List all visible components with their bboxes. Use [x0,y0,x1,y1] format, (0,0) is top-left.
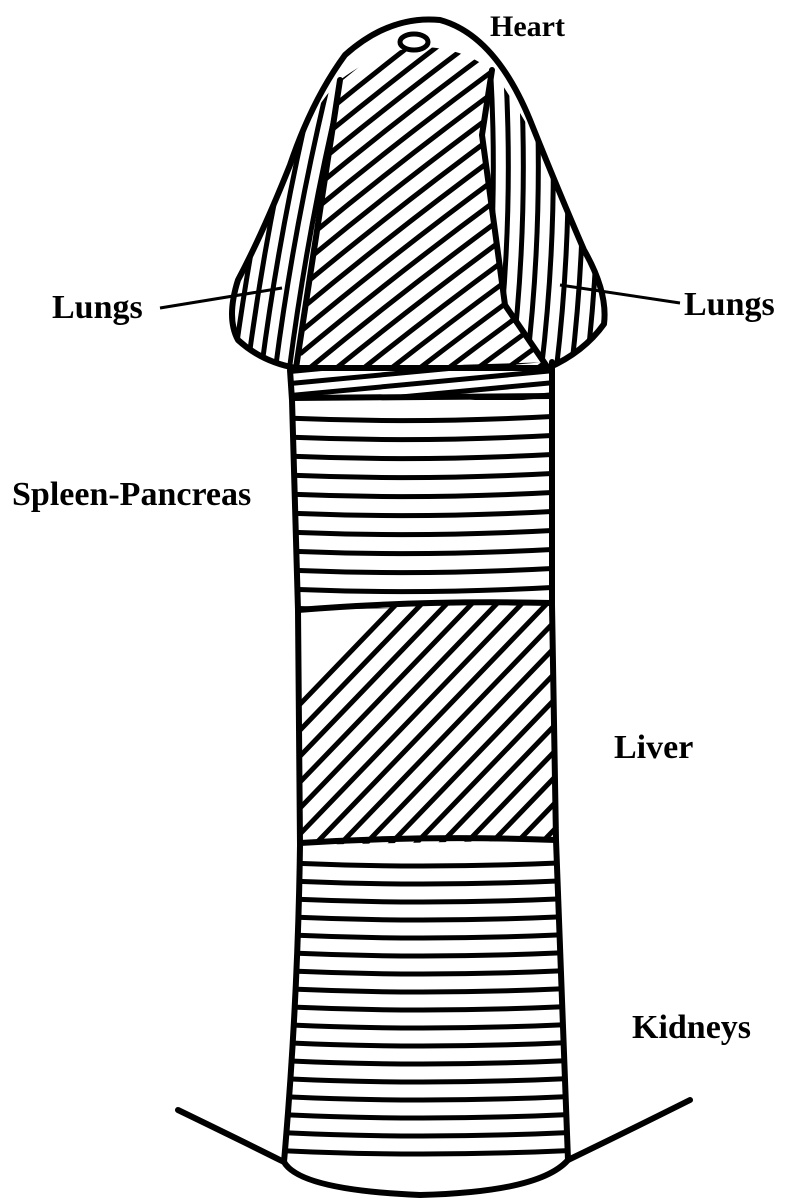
kidney-stripe [270,1024,580,1028]
lung-stripe [600,60,613,380]
spleen-pancreas-label: Spleen-Pancreas [12,476,251,513]
kidney-stripe [270,1132,580,1136]
liver-stripe [475,590,735,860]
kidney-stripe [270,916,580,920]
spleen-stripe [285,530,560,535]
spleen-pancreas-zone [285,416,560,611]
liver-label: Liver [614,729,693,766]
collar-stripe [285,370,560,396]
liver-stripe [375,590,635,860]
liver-stripe [725,590,794,860]
lung-stripe [555,60,568,380]
heart-stripe [300,638,560,838]
liver-stripe [350,590,610,860]
liver-stripe [625,590,794,860]
heart-label: Heart [490,10,565,43]
spleen-stripe [285,416,560,421]
liver-stripe [450,590,710,860]
liver-stripe [575,590,794,860]
liver-stripe [250,590,510,860]
liver-stripe [675,590,794,860]
liver-stripe [200,590,460,860]
kidney-stripe [270,1150,580,1154]
liver-stripe [600,590,794,860]
liver-stripe [550,590,794,860]
spleen-stripe [285,473,560,478]
spleen-stripe [285,454,560,459]
kidney-stripe [270,934,580,938]
base-right-curve [568,1100,690,1160]
kidney-stripe [270,1096,580,1100]
spleen-stripe [285,568,560,573]
kidney-stripe [270,1078,580,1082]
collar-band [285,334,560,444]
liver-stripe [300,590,560,860]
collar-bottom [292,396,552,398]
spleen-stripe [285,549,560,554]
shaft-right-edge [552,362,568,1160]
liver-stripe [700,590,794,860]
spleen-stripe [285,492,560,497]
kidneys-label: Kidneys [632,1009,751,1046]
liver-stripe [525,590,785,860]
lung-stripe [540,60,553,380]
liver-stripe [175,590,435,860]
kidneys-zone [270,862,580,1154]
tip-opening [400,34,428,50]
liver-stripe [400,590,660,860]
spleen-stripe [285,587,560,592]
kidney-stripe [270,1042,580,1046]
liver-stripe [275,590,535,860]
kidney-stripe [270,988,580,992]
lungs-left-label: Lungs [52,289,143,326]
liver-stripe [500,590,760,860]
kidney-stripe [270,862,580,866]
kidney-stripe [270,1114,580,1118]
liver-stripe [650,590,794,860]
liver-zone [150,590,794,860]
kidney-stripe [270,880,580,884]
kidney-stripe [270,952,580,956]
base-outline [284,1160,568,1195]
base-left-curve [178,1110,284,1162]
spleen-stripe [285,511,560,516]
kidney-stripe [270,1060,580,1064]
heart-stripe [300,0,560,2]
lungs-right-label: Lungs [684,286,775,323]
lungs-left-leader [160,288,282,308]
kidney-stripe [270,1006,580,1010]
liver-stripe [225,590,485,860]
liver-kidney-divider [300,838,556,843]
liver-stripe [325,590,585,860]
liver-stripe [150,590,410,860]
kidney-stripe [270,898,580,902]
kidney-stripe [270,970,580,974]
spleen-stripe [285,435,560,440]
